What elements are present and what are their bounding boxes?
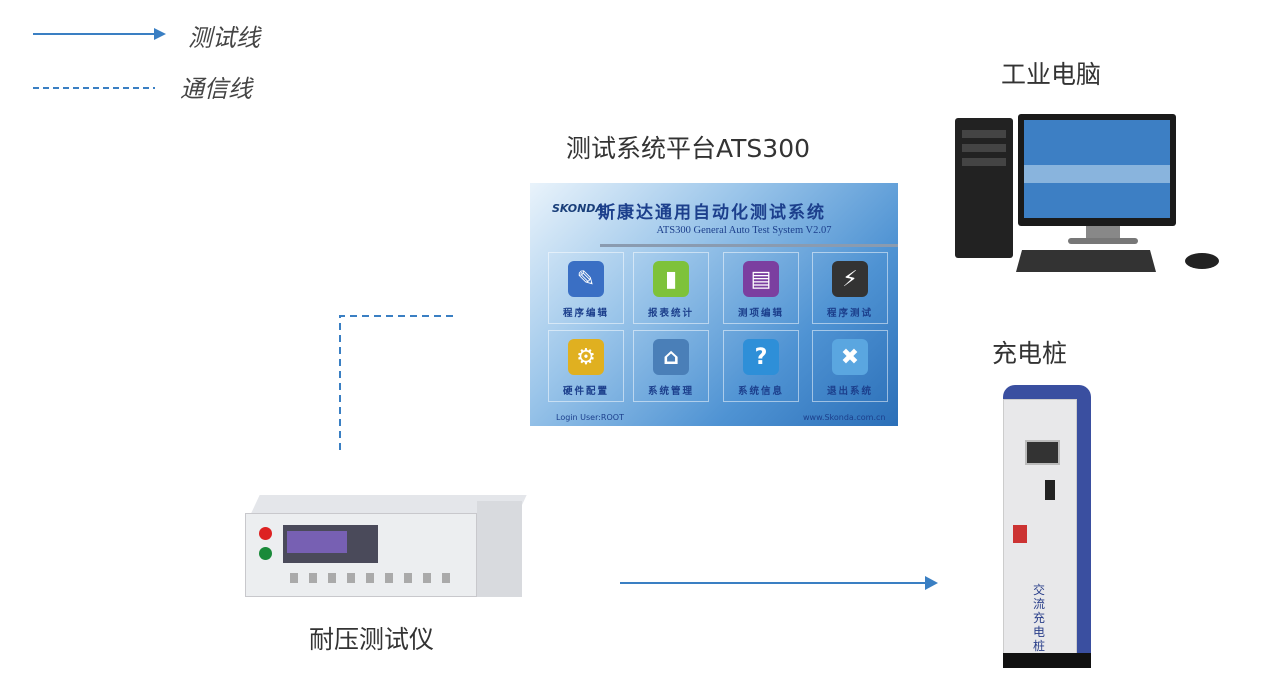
- login-user: Login User:ROOT: [556, 413, 624, 422]
- menu-item-8[interactable]: ✖ 退出系统: [812, 330, 888, 402]
- comm-line: [339, 315, 458, 450]
- menu-item-7[interactable]: ? 系统信息: [723, 330, 799, 402]
- menu-item-2[interactable]: ▮ 报表统计: [633, 252, 709, 324]
- arrow-head-icon: [925, 576, 938, 590]
- legend-lines: [33, 28, 166, 89]
- software-en-title: ATS300 General Auto Test System V2.07: [656, 225, 832, 236]
- software-cn-title: 斯康达通用自动化测试系统: [598, 203, 826, 223]
- menu-item-label: 系统管理: [647, 386, 694, 397]
- charger-text: 交流充电桩: [1033, 583, 1046, 653]
- tester-label: 耐压测试仪: [309, 625, 435, 654]
- menu-item-6[interactable]: ⌂ 系统管理: [633, 330, 709, 402]
- menu-item-label: 程序编辑: [562, 308, 609, 319]
- legend-comm-line-label: 通信线: [180, 75, 252, 103]
- menu-item-label: 退出系统: [826, 386, 873, 397]
- bar-chart-icon: ▮: [653, 261, 689, 297]
- platform-title: 测试系统平台ATS300: [566, 134, 811, 163]
- menu-item-label: 程序测试: [826, 308, 873, 319]
- pc-label: 工业电脑: [1001, 60, 1102, 89]
- menu-item-4[interactable]: ⚡ 程序测试: [812, 252, 888, 324]
- menu-item-label: 报表统计: [647, 308, 694, 319]
- house-gear-icon: ⌂: [653, 339, 689, 375]
- users-exit-icon: ✖: [832, 339, 868, 375]
- menu-item-label: 硬件配置: [562, 386, 609, 397]
- skonda-logo: SKONDA: [552, 202, 604, 215]
- arrow-head-icon: [154, 28, 166, 40]
- menu-item-3[interactable]: ▤ 测项编辑: [723, 252, 799, 324]
- program-edit-icon: ✎: [568, 261, 604, 297]
- charging-pile-image: 交流充电桩: [1003, 385, 1091, 668]
- legend-test-line-label: 测试线: [188, 24, 260, 52]
- lightning-icon: ⚡: [832, 261, 868, 297]
- hipot-tester-image: [245, 495, 527, 600]
- gears-icon: ⚙: [568, 339, 604, 375]
- ats300-software-screen: SKONDA 斯康达通用自动化测试系统 ATS300 General Auto …: [530, 183, 898, 426]
- website: www.Skonda.com.cn: [803, 413, 886, 422]
- book-icon: ▤: [743, 261, 779, 297]
- help-icon: ?: [743, 339, 779, 375]
- test-line: [620, 576, 938, 590]
- menu-item-label: 系统信息: [737, 386, 784, 397]
- menu-item-1[interactable]: ✎ 程序编辑: [548, 252, 624, 324]
- title-divider: [600, 244, 898, 247]
- charger-label: 充电桩: [992, 339, 1068, 368]
- industrial-pc-image: [955, 114, 1219, 272]
- menu-item-5[interactable]: ⚙ 硬件配置: [548, 330, 624, 402]
- menu-item-label: 测项编辑: [737, 308, 784, 319]
